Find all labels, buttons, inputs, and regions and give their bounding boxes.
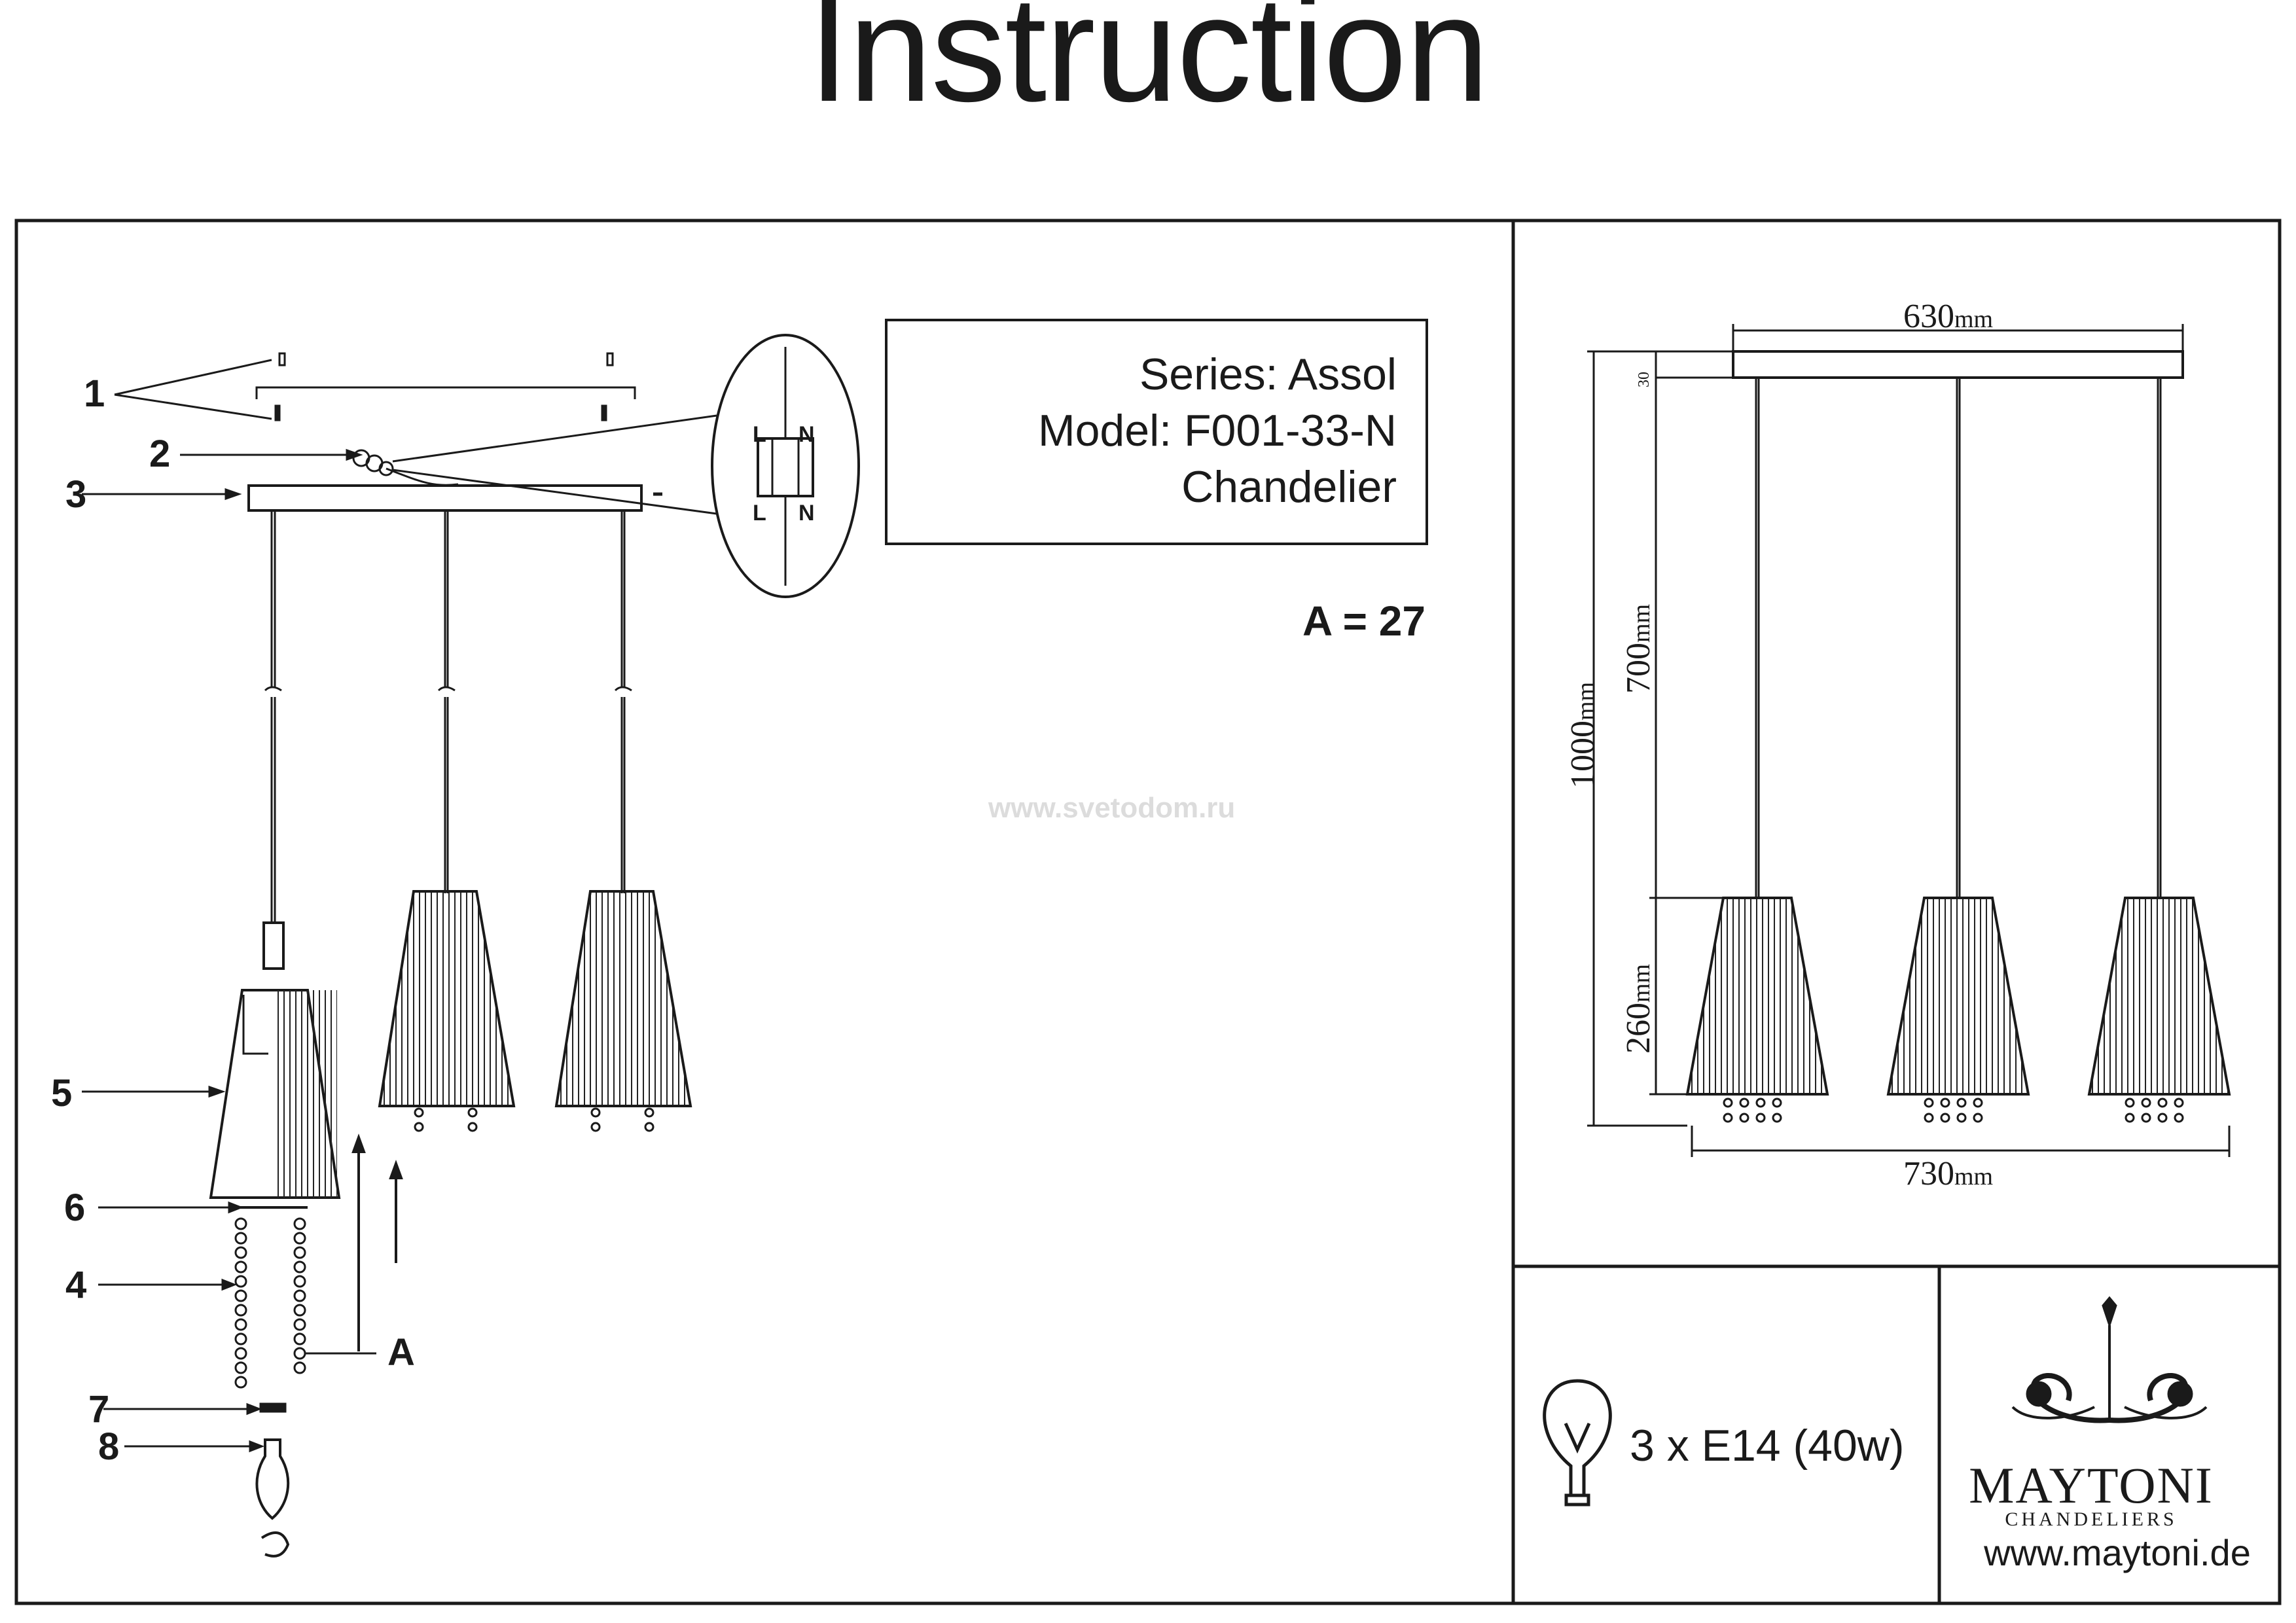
dim-shade (2087, 897, 2231, 1096)
dim-shade (1685, 897, 1829, 1096)
screws (255, 352, 636, 421)
socket (262, 921, 285, 970)
canopy (247, 484, 643, 512)
brand-name: MAYTONI (1969, 1457, 2214, 1514)
part-label-4: 4 (65, 1264, 87, 1306)
brand-website: www.maytoni.de (1984, 1532, 2251, 1573)
wiring-label-n: N (798, 422, 815, 447)
dim-canopy-height: 30 (1636, 372, 1653, 387)
bulb (255, 1438, 290, 1520)
maytoni-logo-ornament (2011, 1296, 2208, 1423)
part-label-5: 5 (51, 1072, 73, 1115)
terminal-block (352, 449, 459, 486)
part-label-a: A (387, 1331, 415, 1374)
dim-total-height: 1000mm (1564, 681, 1602, 789)
bulb-icon (1543, 1379, 1612, 1507)
page-title: Instruction (808, 0, 1489, 133)
shade-assembled (554, 890, 692, 1107)
part-label-6: 6 (64, 1186, 86, 1229)
part-label-8: 8 (98, 1425, 120, 1468)
crystal-strands (234, 1217, 306, 1389)
dim-rod-length: 700mm (1620, 603, 1657, 694)
lamp-spec: 3 x E14 (40w) (1630, 1421, 1905, 1471)
dim-shade-height: 260mm (1620, 963, 1657, 1054)
shade-assembled (378, 890, 516, 1107)
type-text: Chandelier (1181, 462, 1397, 512)
part-label-3: 3 (65, 473, 87, 516)
dim-overall-width: 730mm (1903, 1155, 1994, 1192)
mount-arrows (351, 1133, 403, 1351)
crystal-drops (414, 1107, 655, 1132)
leader-lines (82, 359, 717, 1453)
frame-lines (14, 219, 2282, 1605)
product-info-box: Series: Assol Model: F001-33-N Chandelie… (885, 319, 1428, 545)
wiring-detail (711, 334, 860, 598)
wiring-label-n: N (798, 501, 815, 526)
wiring-label-l: L (753, 422, 766, 447)
part-label-1: 1 (84, 372, 105, 415)
parts-count-note: A = 27 (1302, 597, 1426, 645)
dim-canopy (1732, 350, 2184, 379)
dim-canopy-width: 630mm (1903, 298, 1994, 335)
dimension-diagram (1587, 324, 2231, 1157)
brand-subtitle: CHANDELIERS (2005, 1508, 2178, 1530)
wiring-label-l: L (753, 501, 766, 526)
watermark: www.svetodom.ru (988, 792, 1236, 824)
part-label-7: 7 (88, 1388, 110, 1431)
dim-shade (1886, 897, 2030, 1096)
series-text: Series: Assol (1139, 349, 1397, 399)
part-label-2: 2 (149, 433, 171, 475)
pendant-wires (264, 510, 632, 923)
assembly-diagram: L N L N (82, 334, 860, 1558)
model-text: Model: F001-33-N (1037, 406, 1397, 455)
